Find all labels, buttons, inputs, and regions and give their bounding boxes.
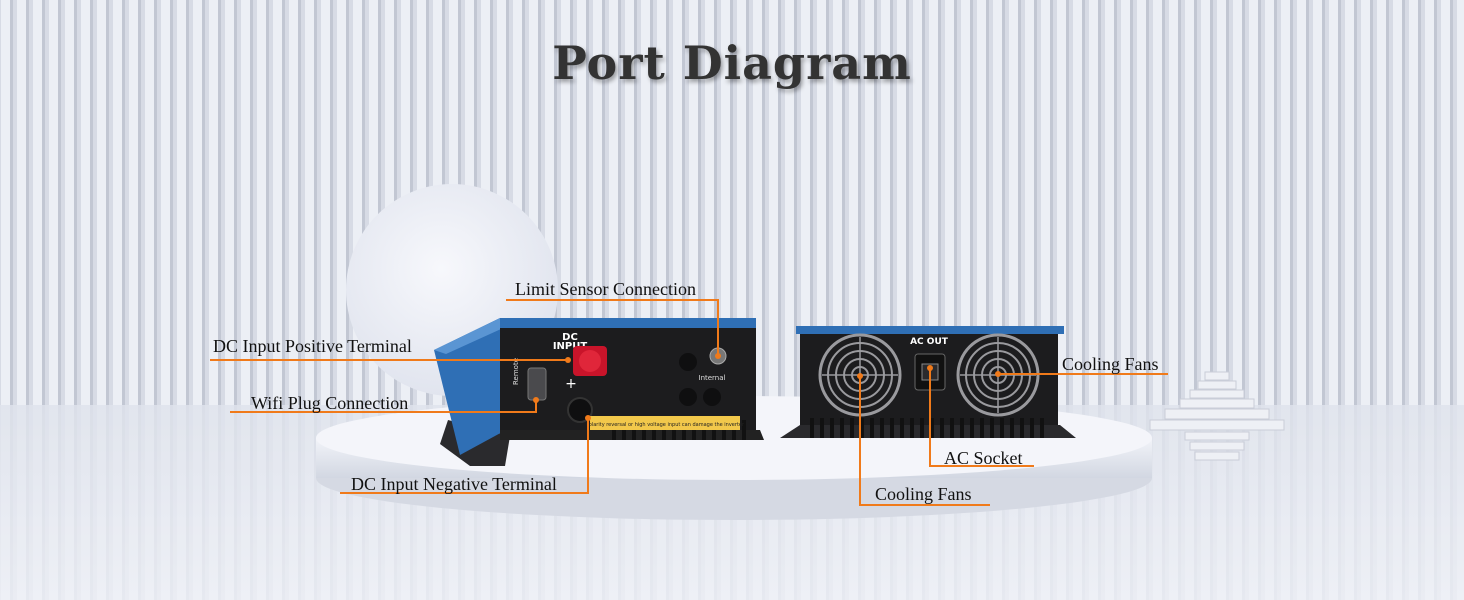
callout-dc-input-positive-terminal: DC Input Positive Terminal [213, 336, 412, 356]
remote-label: Remote [512, 358, 520, 385]
callout-dots [533, 353, 1001, 421]
callout-lines [210, 299, 1168, 506]
dc-input-label: DC [562, 332, 578, 343]
callout-limit-sensor-connection: Limit Sensor Connection [515, 279, 696, 299]
callout-cooling-fans-bottom: Cooling Fans [875, 484, 972, 504]
page-title: Port Diagram [552, 36, 912, 90]
wifi-port [527, 367, 547, 401]
internal-label: Internal [699, 374, 726, 382]
plus-sign: + [565, 376, 577, 392]
callout-wifi-plug-connection: Wifi Plug Connection [251, 393, 409, 413]
warning-text: Polarity reversal or high voltage input … [586, 422, 745, 428]
callout-dc-input-negative-terminal: DC Input Negative Terminal [351, 474, 557, 494]
ac-out-label: AC OUT [910, 337, 949, 347]
inverter-back-view: AC OUT [780, 326, 1076, 438]
dc-input-label-2: INPUT [553, 341, 588, 352]
warning-strip [590, 416, 740, 430]
stacked-plates-decor [1149, 371, 1285, 461]
callout-cooling-fans-right: Cooling Fans [1062, 354, 1159, 374]
callout-ac-socket: AC Socket [944, 448, 1023, 468]
inverter-front-view: DC INPUT + Remote Internal Polarity reve… [434, 318, 764, 466]
